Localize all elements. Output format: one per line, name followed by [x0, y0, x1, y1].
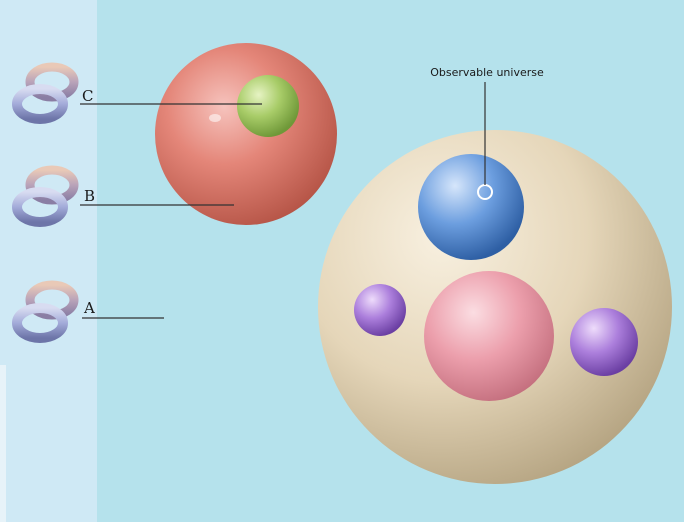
label-c: C — [82, 87, 93, 105]
left-panel-lower-strip — [0, 365, 6, 522]
pink-sphere — [424, 271, 554, 401]
blue-sphere — [418, 154, 524, 260]
red-sphere — [155, 43, 337, 225]
purple-sphere-right — [570, 308, 638, 376]
purple-sphere-left — [354, 284, 406, 336]
label-a: A — [83, 299, 95, 317]
left-panel — [0, 0, 97, 522]
green-sphere — [237, 75, 299, 137]
label-b: B — [84, 187, 95, 205]
red-sphere-highlight — [209, 114, 221, 122]
label-observable-universe: Observable universe — [430, 66, 544, 79]
